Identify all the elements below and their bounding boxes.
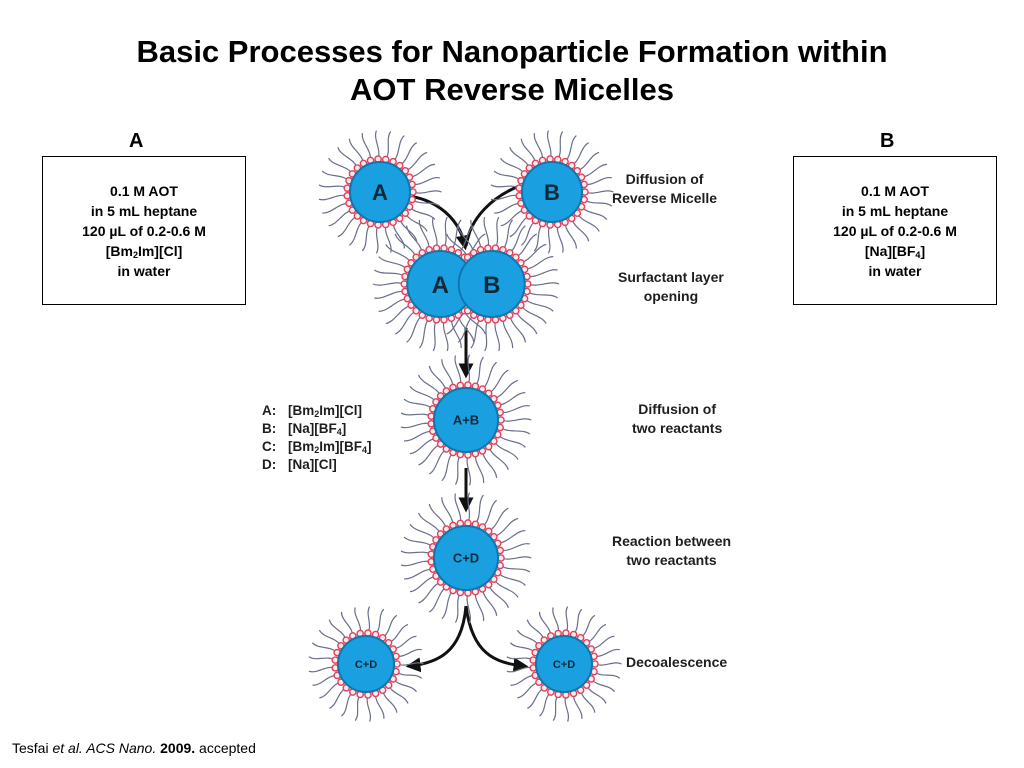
micelle-c-plus-d-left: C+D (308, 606, 424, 722)
arrow-split-right (464, 605, 529, 673)
solution-b-line-2: in 5 mL heptane (841, 203, 949, 219)
micelle-b: B (490, 130, 614, 254)
micelle-a: A (318, 130, 442, 254)
arrow-split-left (405, 605, 468, 673)
panel-a-letter: A (129, 130, 144, 152)
solution-a-box: 0.1 M AOT in 5 mL heptane 120 µL of 0.2-… (42, 156, 246, 305)
micelle-b-label: B (544, 180, 560, 205)
micelle-a-plus-b-label: A+B (453, 413, 479, 428)
micelle-c-plus-d: C+D (400, 492, 532, 624)
micelle-a-label: A (372, 180, 388, 205)
legend-c: C:[Bm2Im][BF4] (262, 439, 372, 455)
merged-label-a: A (432, 272, 449, 299)
legend-a: A:[Bm2Im][Cl] (262, 403, 363, 419)
arrow-converge-right (464, 182, 525, 247)
panel-b-letter: B (880, 130, 895, 152)
process-arrows (381, 182, 529, 673)
micelle-c-plus-d-right: C+D (506, 606, 622, 722)
solution-b-line-5: in water (868, 263, 922, 279)
reactant-legend: A:[Bm2Im][Cl] B:[Na][BF4] C:[Bm2Im][BF4]… (262, 402, 372, 474)
legend-b: B:[Na][BF4] (262, 421, 347, 437)
citation: Tesfai et al. ACS Nano. 2009. accepted (12, 740, 256, 756)
title-line-2: AOT Reverse Micelles (350, 72, 674, 107)
micelle-c-plus-d-label: C+D (453, 551, 479, 566)
solution-a-line-5: in water (117, 263, 171, 279)
micelle-a-plus-b: A+B (400, 354, 532, 486)
micelle-c-plus-d-right-label: C+D (553, 659, 575, 671)
solution-b-line-1: 0.1 M AOT (861, 183, 929, 199)
solution-b-compound: [Na][BF4] (864, 243, 926, 260)
solution-b-box: 0.1 M AOT in 5 mL heptane 120 µL of 0.2-… (793, 156, 997, 305)
merged-label-b: B (483, 272, 500, 299)
solution-b-line-3: 120 µL of 0.2-0.6 M (833, 223, 957, 239)
slide-title: Basic Processes for Nanoparticle Formati… (0, 33, 1024, 109)
step-decoalescence-label: Decoalescence (626, 654, 728, 670)
solution-a-compound: [Bm2Im][Cl] (105, 243, 183, 260)
title-line-1: Basic Processes for Nanoparticle Formati… (136, 34, 888, 69)
solution-a-line-3: 120 µL of 0.2-0.6 M (82, 223, 206, 239)
solution-a-line-1: 0.1 M AOT (110, 183, 178, 199)
solution-a-line-2: in 5 mL heptane (90, 203, 198, 219)
micelle-c-plus-d-left-label: C+D (355, 659, 377, 671)
legend-d: D:[Na][Cl] (262, 457, 337, 472)
